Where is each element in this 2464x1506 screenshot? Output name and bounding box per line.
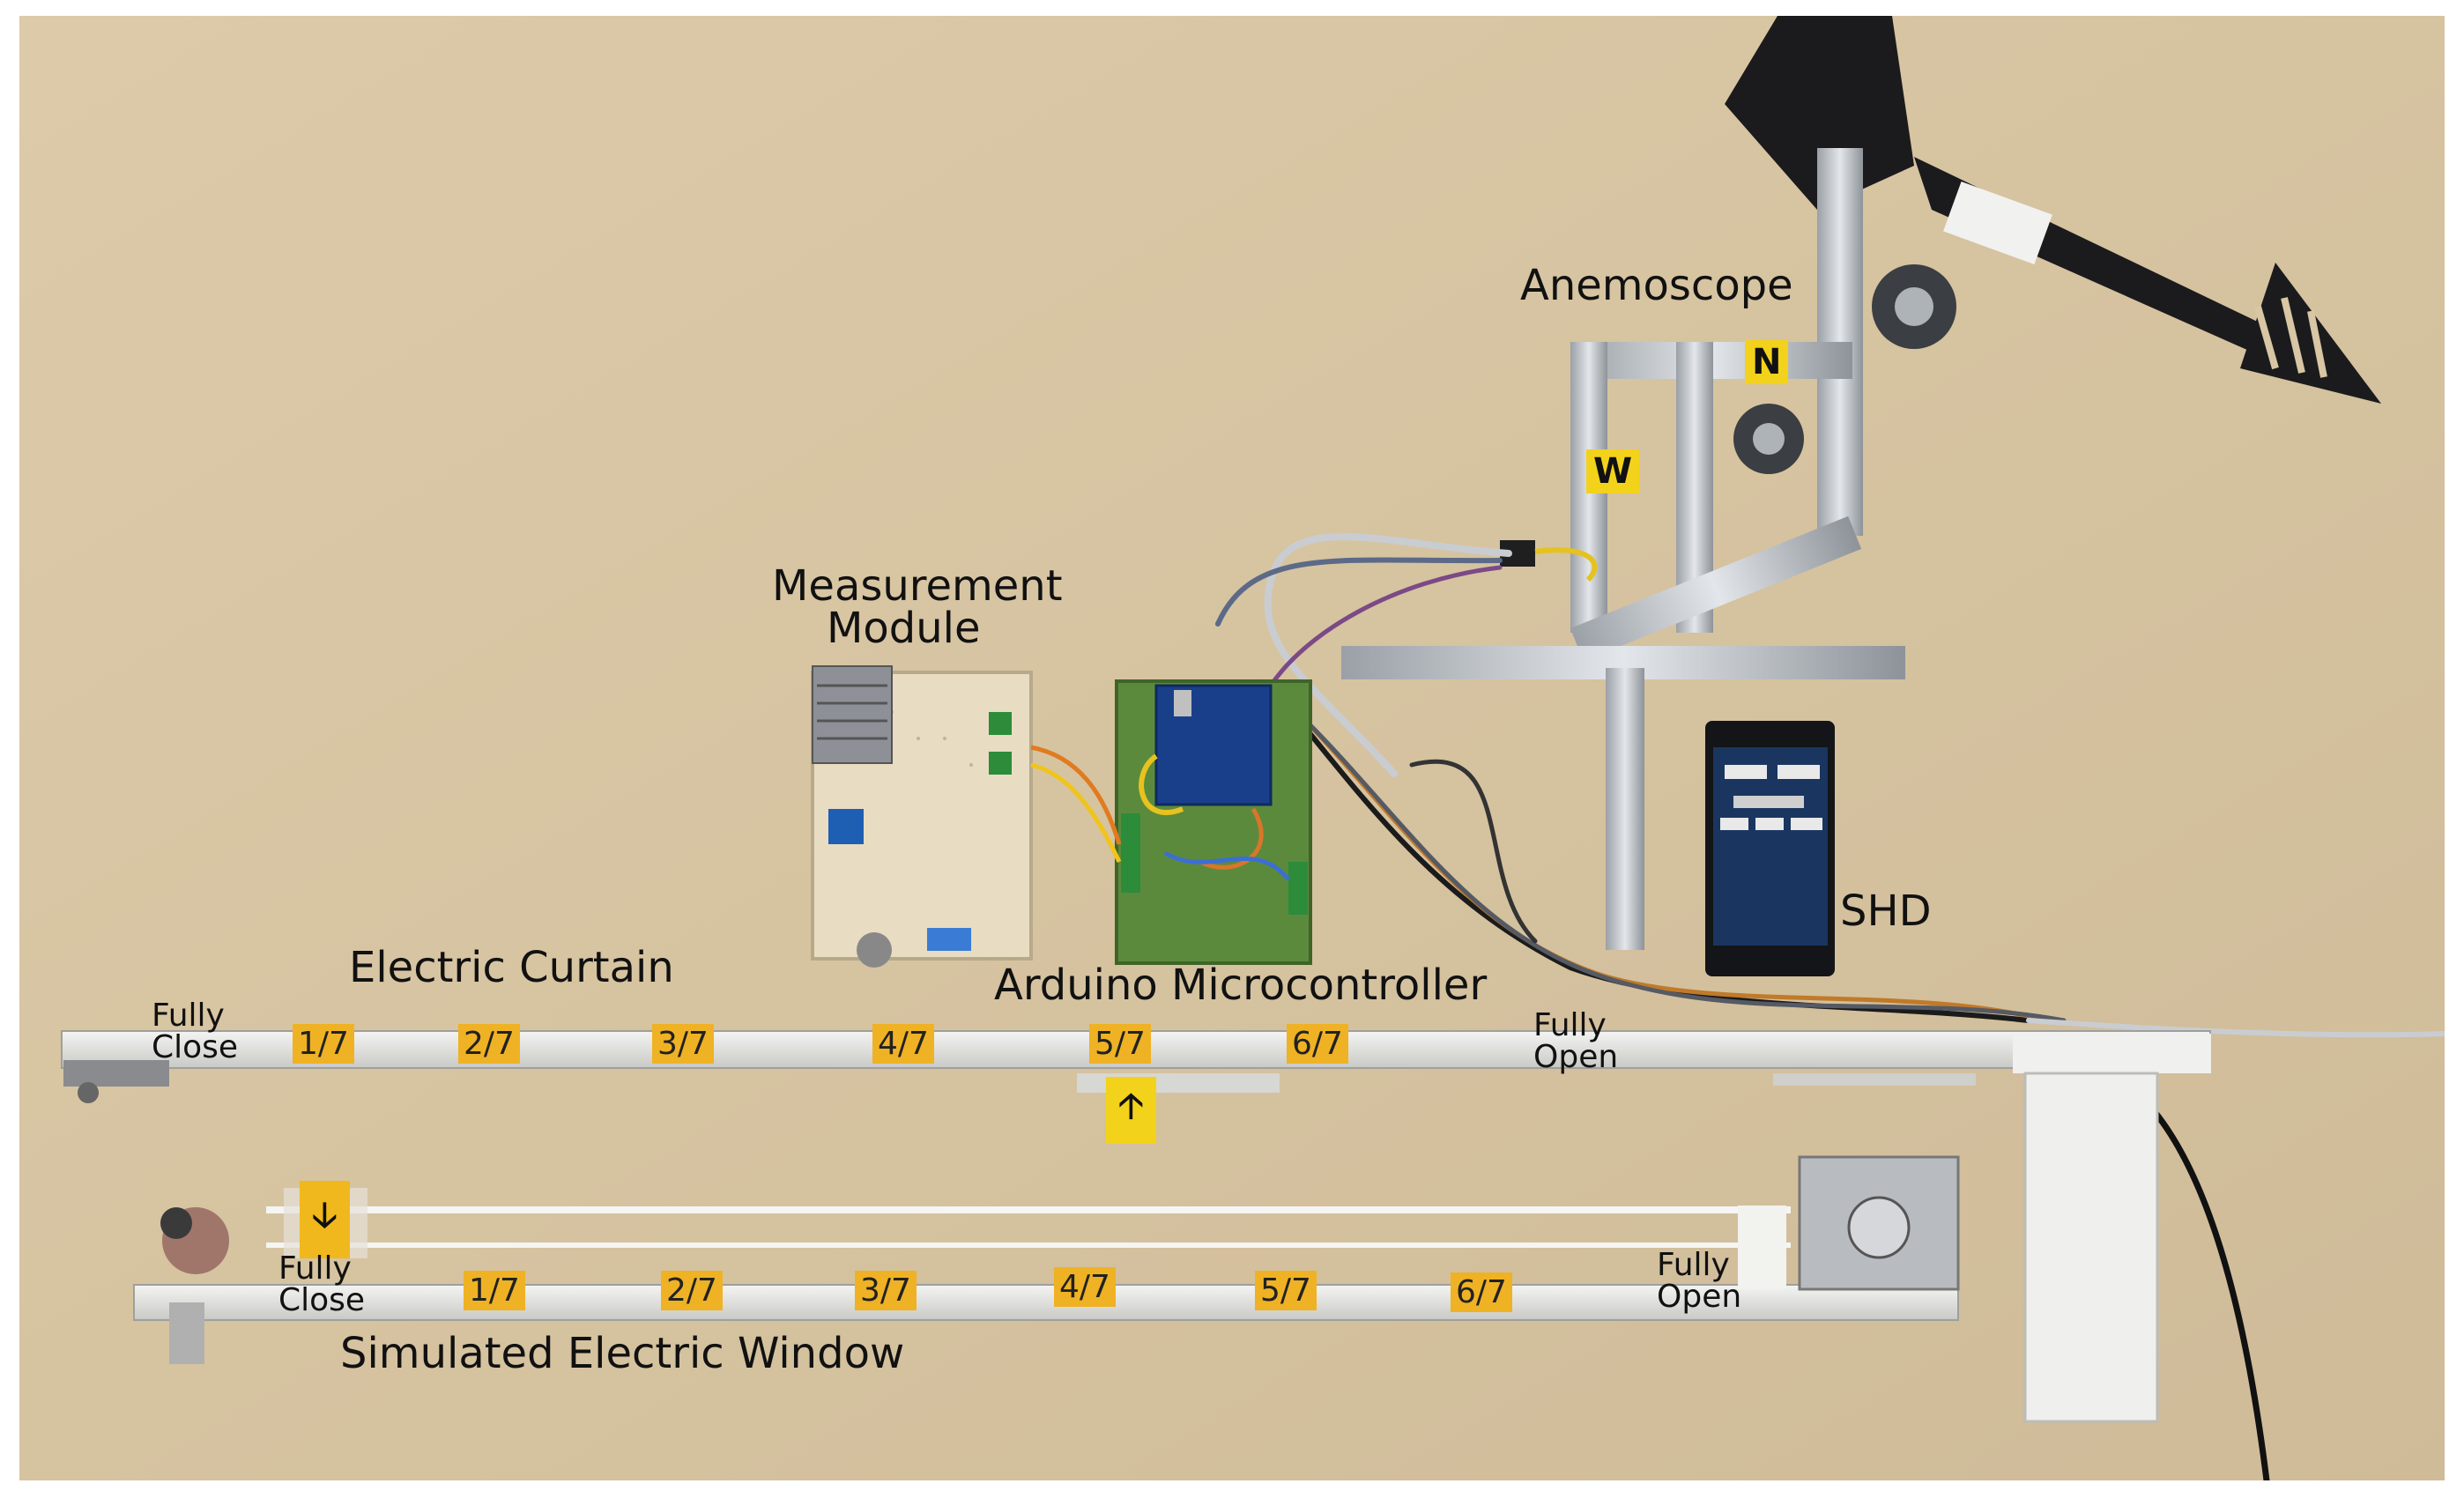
- anemoscope-device: [1341, 16, 2381, 950]
- smartphone-shd: [1705, 721, 1835, 976]
- window-mark-6: 6/7: [1451, 1272, 1512, 1312]
- curtain-fully-open-label: Fully Open: [1533, 1010, 1618, 1073]
- curtain-close-text: Close: [152, 1029, 239, 1065]
- arduino-board: [1030, 679, 1312, 965]
- measurement-module-label-line2: Module: [827, 604, 981, 653]
- window-mark-3: 3/7: [855, 1271, 917, 1310]
- curtain-fully-open-text: Fully: [1533, 1007, 1607, 1043]
- window-fully-open-label: Fully Open: [1657, 1250, 1741, 1313]
- curtain-mark-5: 5/7: [1089, 1024, 1151, 1064]
- arrow-down-icon: 🡣: [300, 1181, 350, 1258]
- window-open-text: Open: [1657, 1279, 1742, 1315]
- window-fully-open-text: Fully: [1657, 1247, 1730, 1283]
- anemoscope-base-vertical: [1606, 668, 1644, 950]
- curtain-mark-3: 3/7: [652, 1024, 714, 1064]
- window-fully-text: Fully: [278, 1250, 352, 1287]
- wind-vane-tail: [1725, 16, 1914, 210]
- simulated-window-rail: [133, 1155, 1960, 1364]
- curtain-mark-2: 2/7: [458, 1024, 520, 1064]
- window-mark-1: 1/7: [464, 1271, 525, 1310]
- measurement-module-board: [811, 665, 1033, 968]
- window-mark-4: 4/7: [1054, 1267, 1116, 1307]
- electric-curtain-label: Electric Curtain: [349, 943, 674, 992]
- cables: [1215, 533, 2445, 1480]
- curtain-open-text: Open: [1533, 1039, 1619, 1075]
- anemoscope-label: Anemoscope: [1520, 261, 1793, 310]
- curtain-fully-text: Fully: [152, 998, 225, 1034]
- simulated-electric-window-label: Simulated Electric Window: [340, 1329, 905, 1378]
- shd-label: SHD: [1840, 887, 1932, 936]
- arduino-microcontroller-label: Arduino Microcontroller: [994, 961, 1488, 1010]
- window-fully-close-label: Fully Close: [278, 1253, 365, 1317]
- curtain-motor: [2023, 1072, 2159, 1423]
- curtain-mark-4: 4/7: [872, 1024, 934, 1064]
- window-mark-5: 5/7: [1255, 1271, 1317, 1310]
- arrow-up-icon: 🡡: [1106, 1077, 1156, 1144]
- photo-scene: [19, 16, 2445, 1480]
- west-direction-tag: W: [1586, 449, 1640, 493]
- curtain-mark-1: 1/7: [293, 1024, 354, 1064]
- curtain-mark-6: 6/7: [1287, 1024, 1348, 1064]
- window-close-text: Close: [278, 1282, 366, 1318]
- measurement-module-label-line1: Measurement: [772, 561, 1063, 611]
- north-direction-tag: N: [1745, 340, 1789, 384]
- window-mark-2: 2/7: [661, 1271, 723, 1310]
- curtain-fully-close-label: Fully Close: [152, 1000, 238, 1064]
